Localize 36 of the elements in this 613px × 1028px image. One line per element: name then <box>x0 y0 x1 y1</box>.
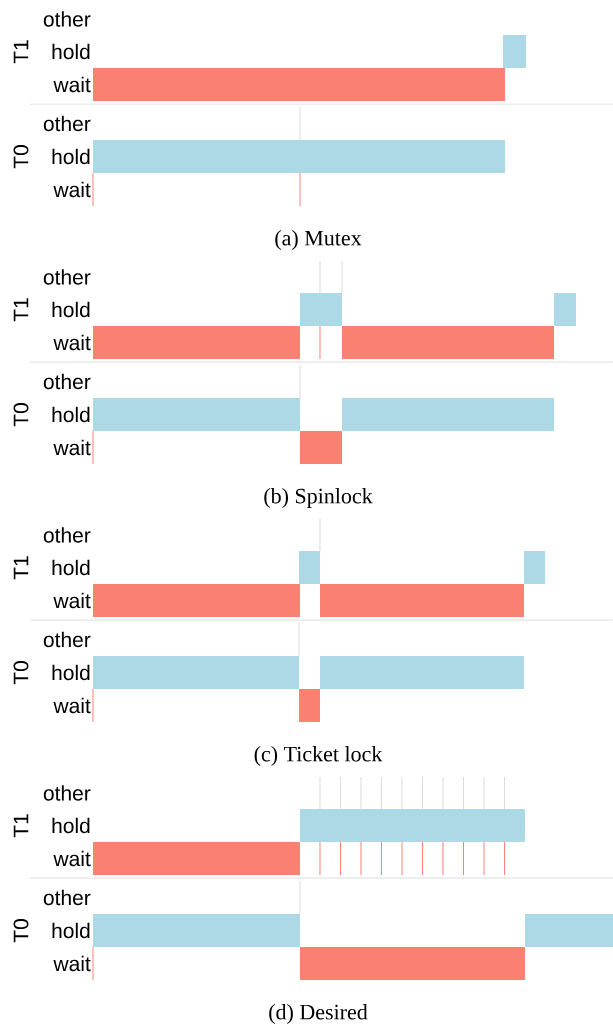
thread-label: T0 <box>13 403 29 427</box>
row-label: other <box>43 115 91 132</box>
thread-label: T0 <box>13 145 29 169</box>
caption: (b) Spinlock <box>264 488 373 508</box>
row-label: other <box>43 889 91 906</box>
caption: (a) Mutex <box>275 230 362 250</box>
row-label: other <box>43 269 91 285</box>
row-label: wait <box>53 181 91 198</box>
row-label: hold <box>52 559 90 576</box>
thread-label: T1 <box>13 556 29 580</box>
caption: (c) Ticket lock <box>254 746 383 766</box>
row-label: hold <box>52 817 90 834</box>
row-label: hold <box>52 922 90 939</box>
row-label: hold <box>52 664 90 681</box>
row-label: other <box>43 527 91 543</box>
row-label: hold <box>52 148 90 165</box>
row-label: wait <box>53 334 91 351</box>
row-label: wait <box>53 439 91 456</box>
thread-label: T0 <box>13 661 29 685</box>
row-label: other <box>43 11 91 27</box>
row-label: wait <box>53 850 91 867</box>
row-label: hold <box>52 301 90 318</box>
row-label: hold <box>52 43 90 60</box>
row-label: other <box>43 785 91 801</box>
row-label: wait <box>53 955 91 972</box>
row-label: wait <box>53 592 91 609</box>
row-label: hold <box>52 406 90 423</box>
thread-label: T1 <box>13 814 29 838</box>
caption: (d) Desired <box>269 1004 368 1024</box>
row-label: other <box>43 373 91 390</box>
row-label: wait <box>53 697 91 714</box>
thread-label: T0 <box>13 919 29 943</box>
row-label: wait <box>53 76 91 93</box>
row-label: other <box>43 631 91 648</box>
thread-label: T1 <box>13 298 29 322</box>
thread-label: T1 <box>13 40 29 64</box>
